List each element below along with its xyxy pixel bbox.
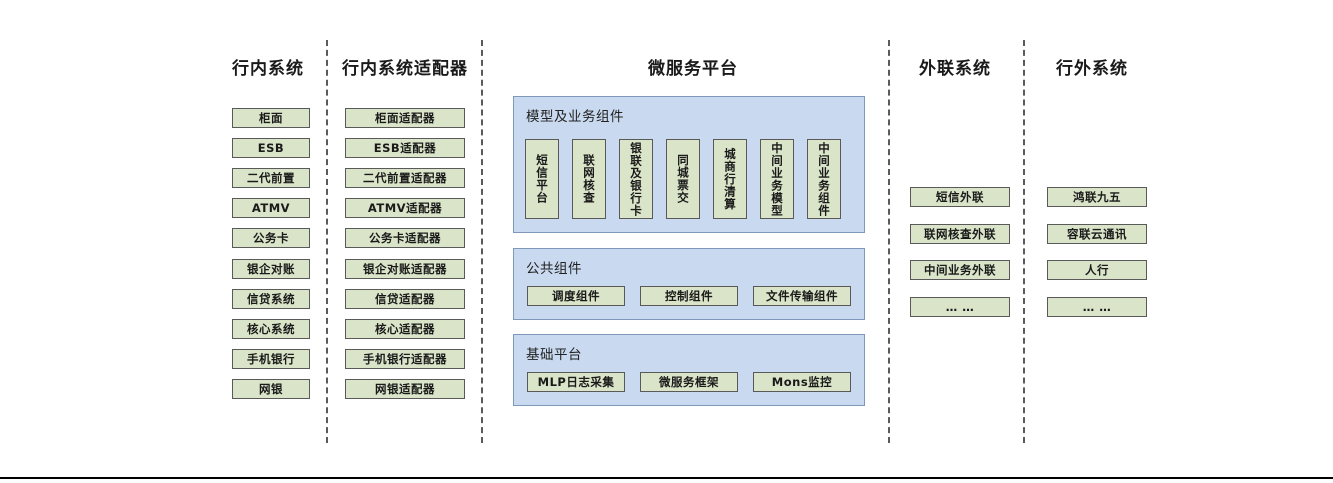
node-outbank-1[interactable]: 容联云通讯 (1047, 224, 1147, 244)
node-in-bank-4[interactable]: 公务卡 (232, 228, 310, 248)
panel-title-base-platform: 基础平台 (526, 347, 582, 363)
node-external-3[interactable]: … … (910, 297, 1010, 317)
node-in-bank-9[interactable]: 网银 (232, 379, 310, 399)
panel-public-components: 公共组件 (513, 248, 865, 320)
column-separator-2 (481, 40, 483, 443)
node-base-1[interactable]: 微服务框架 (640, 372, 738, 392)
panel-title-model-business-components: 模型及业务组件 (526, 109, 624, 125)
node-outbank-2[interactable]: 人行 (1047, 260, 1147, 280)
node-in-bank-1[interactable]: ESB (232, 138, 310, 158)
panel-title-public-components: 公共组件 (526, 261, 582, 277)
node-in-bank-7[interactable]: 核心系统 (232, 319, 310, 339)
node-base-0[interactable]: MLP日志采集 (527, 372, 625, 392)
node-adapter-6[interactable]: 信贷适配器 (345, 289, 465, 309)
node-model-0[interactable]: 短信平台 (525, 139, 559, 219)
node-public-0[interactable]: 调度组件 (527, 286, 625, 306)
column-title-in-bank-adapters: 行内系统适配器 (342, 59, 468, 79)
node-in-bank-2[interactable]: 二代前置 (232, 168, 310, 188)
node-in-bank-0[interactable]: 柜面 (232, 108, 310, 128)
node-outbank-0[interactable]: 鸿联九五 (1047, 187, 1147, 207)
node-model-6[interactable]: 中间业务组件 (807, 139, 841, 219)
node-in-bank-6[interactable]: 信贷系统 (232, 289, 310, 309)
column-separator-4 (1023, 40, 1025, 443)
column-separator-1 (326, 40, 328, 443)
node-external-2[interactable]: 中间业务外联 (910, 260, 1010, 280)
node-external-1[interactable]: 联网核查外联 (910, 224, 1010, 244)
node-in-bank-5[interactable]: 银企对账 (232, 259, 310, 279)
node-model-4[interactable]: 城商行清算 (713, 139, 747, 219)
node-in-bank-8[interactable]: 手机银行 (232, 349, 310, 369)
column-separator-3 (888, 40, 890, 443)
node-external-0[interactable]: 短信外联 (910, 187, 1010, 207)
node-outbank-3[interactable]: … … (1047, 297, 1147, 317)
node-model-5[interactable]: 中间业务模型 (760, 139, 794, 219)
node-adapter-5[interactable]: 银企对账适配器 (345, 259, 465, 279)
node-adapter-9[interactable]: 网银适配器 (345, 379, 465, 399)
node-adapter-1[interactable]: ESB适配器 (345, 138, 465, 158)
node-adapter-4[interactable]: 公务卡适配器 (345, 228, 465, 248)
node-base-2[interactable]: Mons监控 (753, 372, 851, 392)
node-in-bank-3[interactable]: ATMV (232, 198, 310, 218)
node-model-2[interactable]: 银联及银行卡 (619, 139, 653, 219)
node-model-1[interactable]: 联网核查 (572, 139, 606, 219)
node-adapter-2[interactable]: 二代前置适配器 (345, 168, 465, 188)
node-model-3[interactable]: 同城票交 (666, 139, 700, 219)
node-adapter-7[interactable]: 核心适配器 (345, 319, 465, 339)
node-adapter-0[interactable]: 柜面适配器 (345, 108, 465, 128)
column-title-in-bank-systems: 行内系统 (232, 59, 304, 79)
column-title-external-link-systems: 外联系统 (919, 59, 991, 79)
node-adapter-8[interactable]: 手机银行适配器 (345, 349, 465, 369)
column-title-out-bank-systems: 行外系统 (1056, 59, 1128, 79)
platform-title: 微服务平台 (648, 59, 738, 79)
node-public-1[interactable]: 控制组件 (640, 286, 738, 306)
node-public-2[interactable]: 文件传输组件 (753, 286, 851, 306)
panel-base-platform: 基础平台 (513, 334, 865, 406)
node-adapter-3[interactable]: ATMV适配器 (345, 198, 465, 218)
bottom-divider (0, 477, 1333, 479)
